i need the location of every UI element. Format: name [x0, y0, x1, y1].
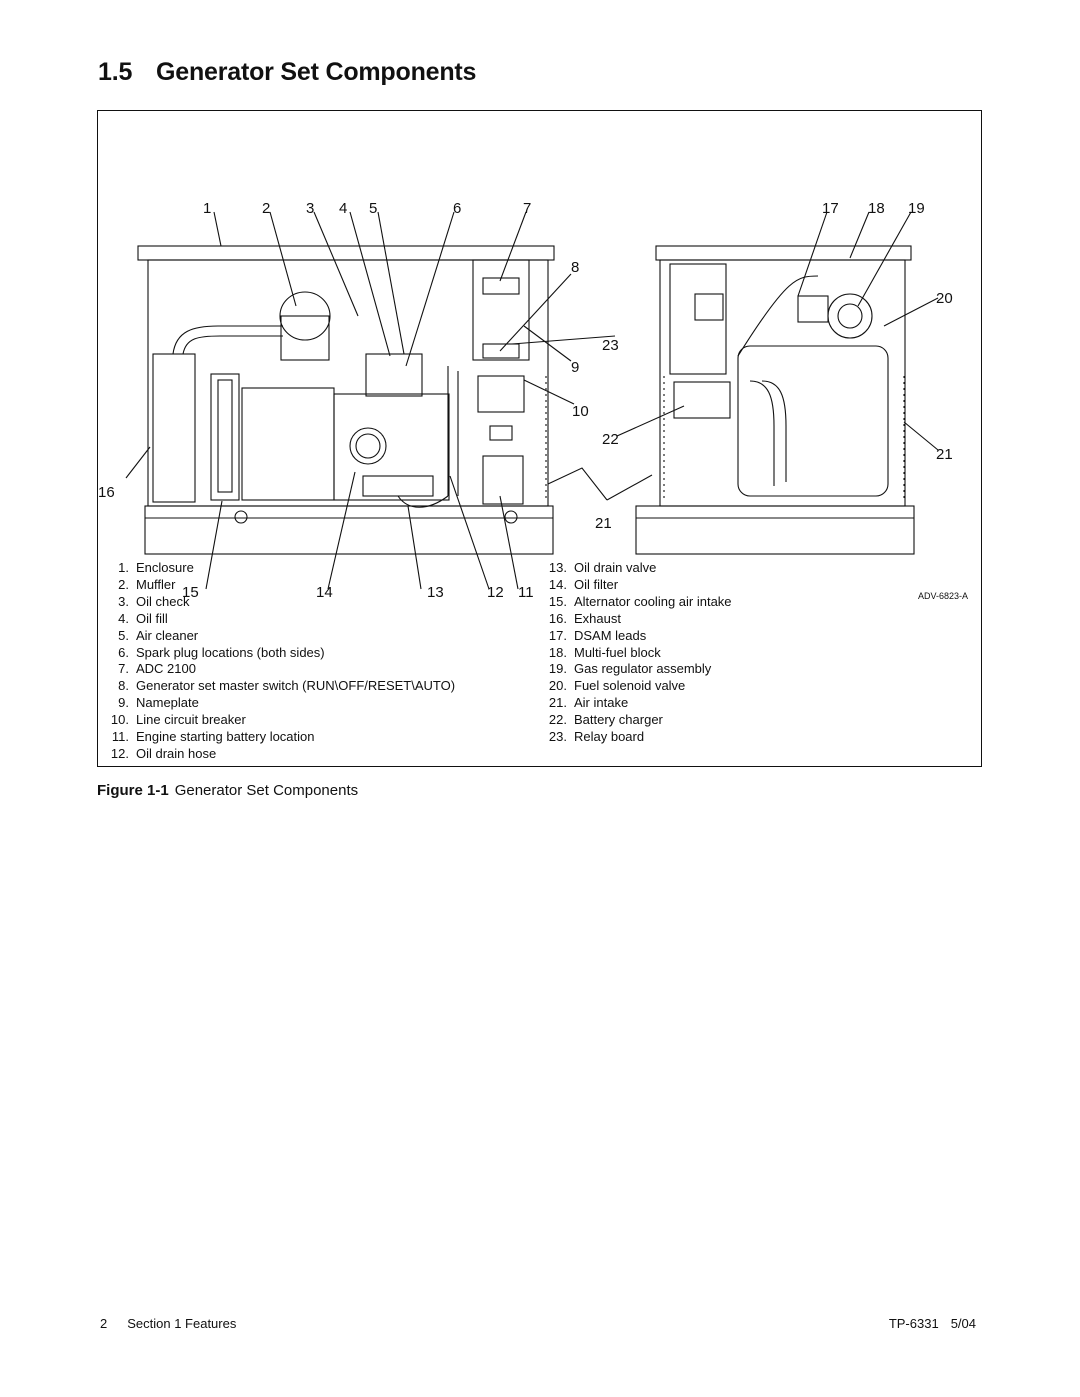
callout-22: 22 [602, 431, 619, 448]
legend-item: 22.Battery charger [548, 712, 663, 728]
section-heading: 1.5 Generator Set Components [98, 58, 476, 87]
callout-12: 12 [487, 584, 504, 601]
document-date: 5/04 [950, 1316, 976, 1331]
left-view-base [144, 505, 554, 555]
callout-2: 2 [262, 200, 270, 217]
callout-21-left: 21 [595, 515, 612, 532]
document-number: TP-6331 [888, 1316, 939, 1331]
legend-item: 15.Alternator cooling air intake [548, 593, 732, 609]
callout-1: 1 [203, 200, 211, 217]
footer-section: Section 1 Features [127, 1316, 237, 1331]
figure-label: Figure 1-1 [97, 782, 169, 799]
callout-19: 19 [908, 200, 925, 217]
figure-frame: 1 2 3 4 5 6 7 8 23 9 10 22 21 15 14 13 1… [97, 110, 982, 767]
legend-item: 4.Oil fill [118, 610, 168, 626]
callout-14: 14 [316, 584, 333, 601]
callout-13: 13 [427, 584, 444, 601]
legend-left: 1.Enclosure 2.Muffler 3.Oil check 4.Oil … [101, 560, 541, 763]
legend-item: 20.Fuel solenoid valve [548, 678, 686, 694]
generator-diagram: 1 2 3 4 5 6 7 8 23 9 10 22 21 15 14 13 1… [98, 200, 968, 601]
legend-item: 2.Muffler [118, 576, 176, 592]
legend-item: 18.Multi-fuel block [548, 644, 661, 660]
legend-item: 9.Nameplate [118, 695, 199, 711]
callout-6: 6 [453, 200, 461, 217]
legend-item: 16.Exhaust [548, 610, 621, 626]
legend-item: 1.Enclosure [118, 560, 194, 575]
right-view-base [635, 505, 915, 555]
figure-caption: Figure 1-1 Generator Set Components [97, 782, 358, 799]
left-view-roof [137, 245, 555, 261]
legend-item: 7.ADC 2100 [118, 661, 196, 677]
callout-15: 15 [182, 584, 199, 601]
callout-4: 4 [339, 200, 347, 217]
legend-item: 19.Gas regulator assembly [548, 661, 712, 677]
right-view-roof [655, 245, 912, 261]
engine-block [333, 393, 450, 501]
callout-16: 16 [98, 484, 115, 501]
callout-10: 10 [572, 403, 589, 420]
legend-item: 13.Oil drain valve [548, 560, 657, 575]
legend-item: 14.Oil filter [548, 576, 619, 592]
callout-17: 17 [822, 200, 839, 217]
callout-5: 5 [369, 200, 377, 217]
legend-item: 10.Line circuit breaker [110, 712, 246, 728]
callout-20: 20 [936, 290, 953, 307]
controller-panel [472, 259, 530, 361]
callout-11: 11 [518, 584, 534, 601]
oil-filter-shape [349, 427, 387, 465]
legend-item: 11.Engine starting battery location [111, 729, 315, 745]
drawing-id: ADV-6823-A [918, 591, 968, 601]
legend-item: 12.Oil drain hose [110, 745, 217, 761]
right-view-body [659, 259, 906, 507]
callout-8: 8 [571, 259, 579, 276]
section-title: Generator Set Components [156, 58, 477, 86]
legend-item: 5.Air cleaner [118, 627, 199, 643]
legend-item: 3.Oil check [118, 593, 190, 609]
legend-item: 23.Relay board [548, 729, 645, 745]
footer-right: TP-6331 5/04 [889, 1316, 976, 1331]
legend-item: 21.Air intake [548, 695, 629, 711]
callout-18: 18 [868, 200, 885, 217]
legend-item: 8.Generator set master switch (RUN\OFF/R… [118, 678, 456, 694]
callout-9: 9 [571, 359, 579, 376]
callout-21-right: 21 [936, 446, 953, 463]
section-number: 1.5 [98, 58, 133, 86]
figure-title: Generator Set Components [174, 782, 359, 799]
legend-item: 17.DSAM leads [548, 627, 647, 643]
callout-7: 7 [523, 200, 531, 217]
page-number: 2 [100, 1316, 108, 1331]
left-view-body [147, 259, 549, 507]
exhaust-box [152, 353, 196, 503]
alternator-shape [210, 373, 240, 501]
muffler-shape [279, 291, 331, 341]
legend-right: 13.Oil drain valve 14.Oil filter 15.Alte… [539, 560, 959, 746]
callout-3: 3 [306, 200, 314, 217]
legend-item: 6.Spark plug locations (both sides) [118, 644, 325, 660]
footer-left: 2 Section 1 Features [100, 1316, 236, 1331]
callout-23: 23 [602, 337, 619, 354]
